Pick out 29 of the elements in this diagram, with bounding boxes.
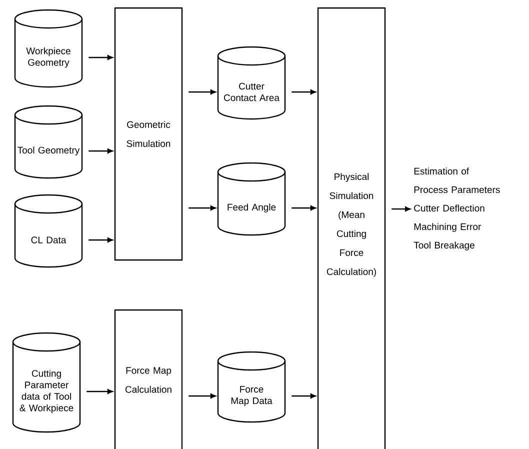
arrow <box>292 394 316 398</box>
node-label: CL Data <box>31 236 66 244</box>
arrow <box>86 389 113 394</box>
process-box: Geometric Simulation <box>114 7 183 261</box>
node-label: Workpiece Geometry <box>26 47 70 68</box>
database-cylinder: CL Data <box>14 194 83 268</box>
arrow <box>188 206 216 210</box>
arrow <box>292 90 316 94</box>
node-label: Tool Geometry <box>18 146 80 156</box>
database-cylinder: Force Map Data <box>217 351 286 423</box>
node-label: Force Map Data <box>231 386 272 406</box>
database-cylinder: Feed Angle <box>217 162 286 236</box>
node-label: Feed Angle <box>228 204 276 212</box>
database-cylinder: Tool Geometry <box>14 105 83 179</box>
output-list: Estimation of Process Parameters Cutter Deflection Machining Error Tool Breakage <box>414 168 500 250</box>
database-cylinder: Workpiece Geometry <box>14 9 83 88</box>
database-cylinder: Cutting Parameter data of Tool & Workpiece <box>12 332 81 433</box>
arrow <box>188 90 216 94</box>
process-box: Force Map Calculation <box>114 309 183 449</box>
arrow <box>88 238 113 242</box>
node-label: Cutter Contact Area <box>224 82 280 102</box>
database-cylinder: Cutter Contact Area <box>217 46 286 120</box>
arrow <box>392 206 410 212</box>
arrow <box>188 394 216 398</box>
arrow <box>292 206 316 210</box>
arrow <box>88 148 113 154</box>
node-label: Cutting Parameter data of Tool & Workpiece <box>20 370 74 414</box>
process-box: Physical Simulation (Mean Cutting Force Calculation) <box>317 7 386 449</box>
arrow <box>88 55 113 60</box>
